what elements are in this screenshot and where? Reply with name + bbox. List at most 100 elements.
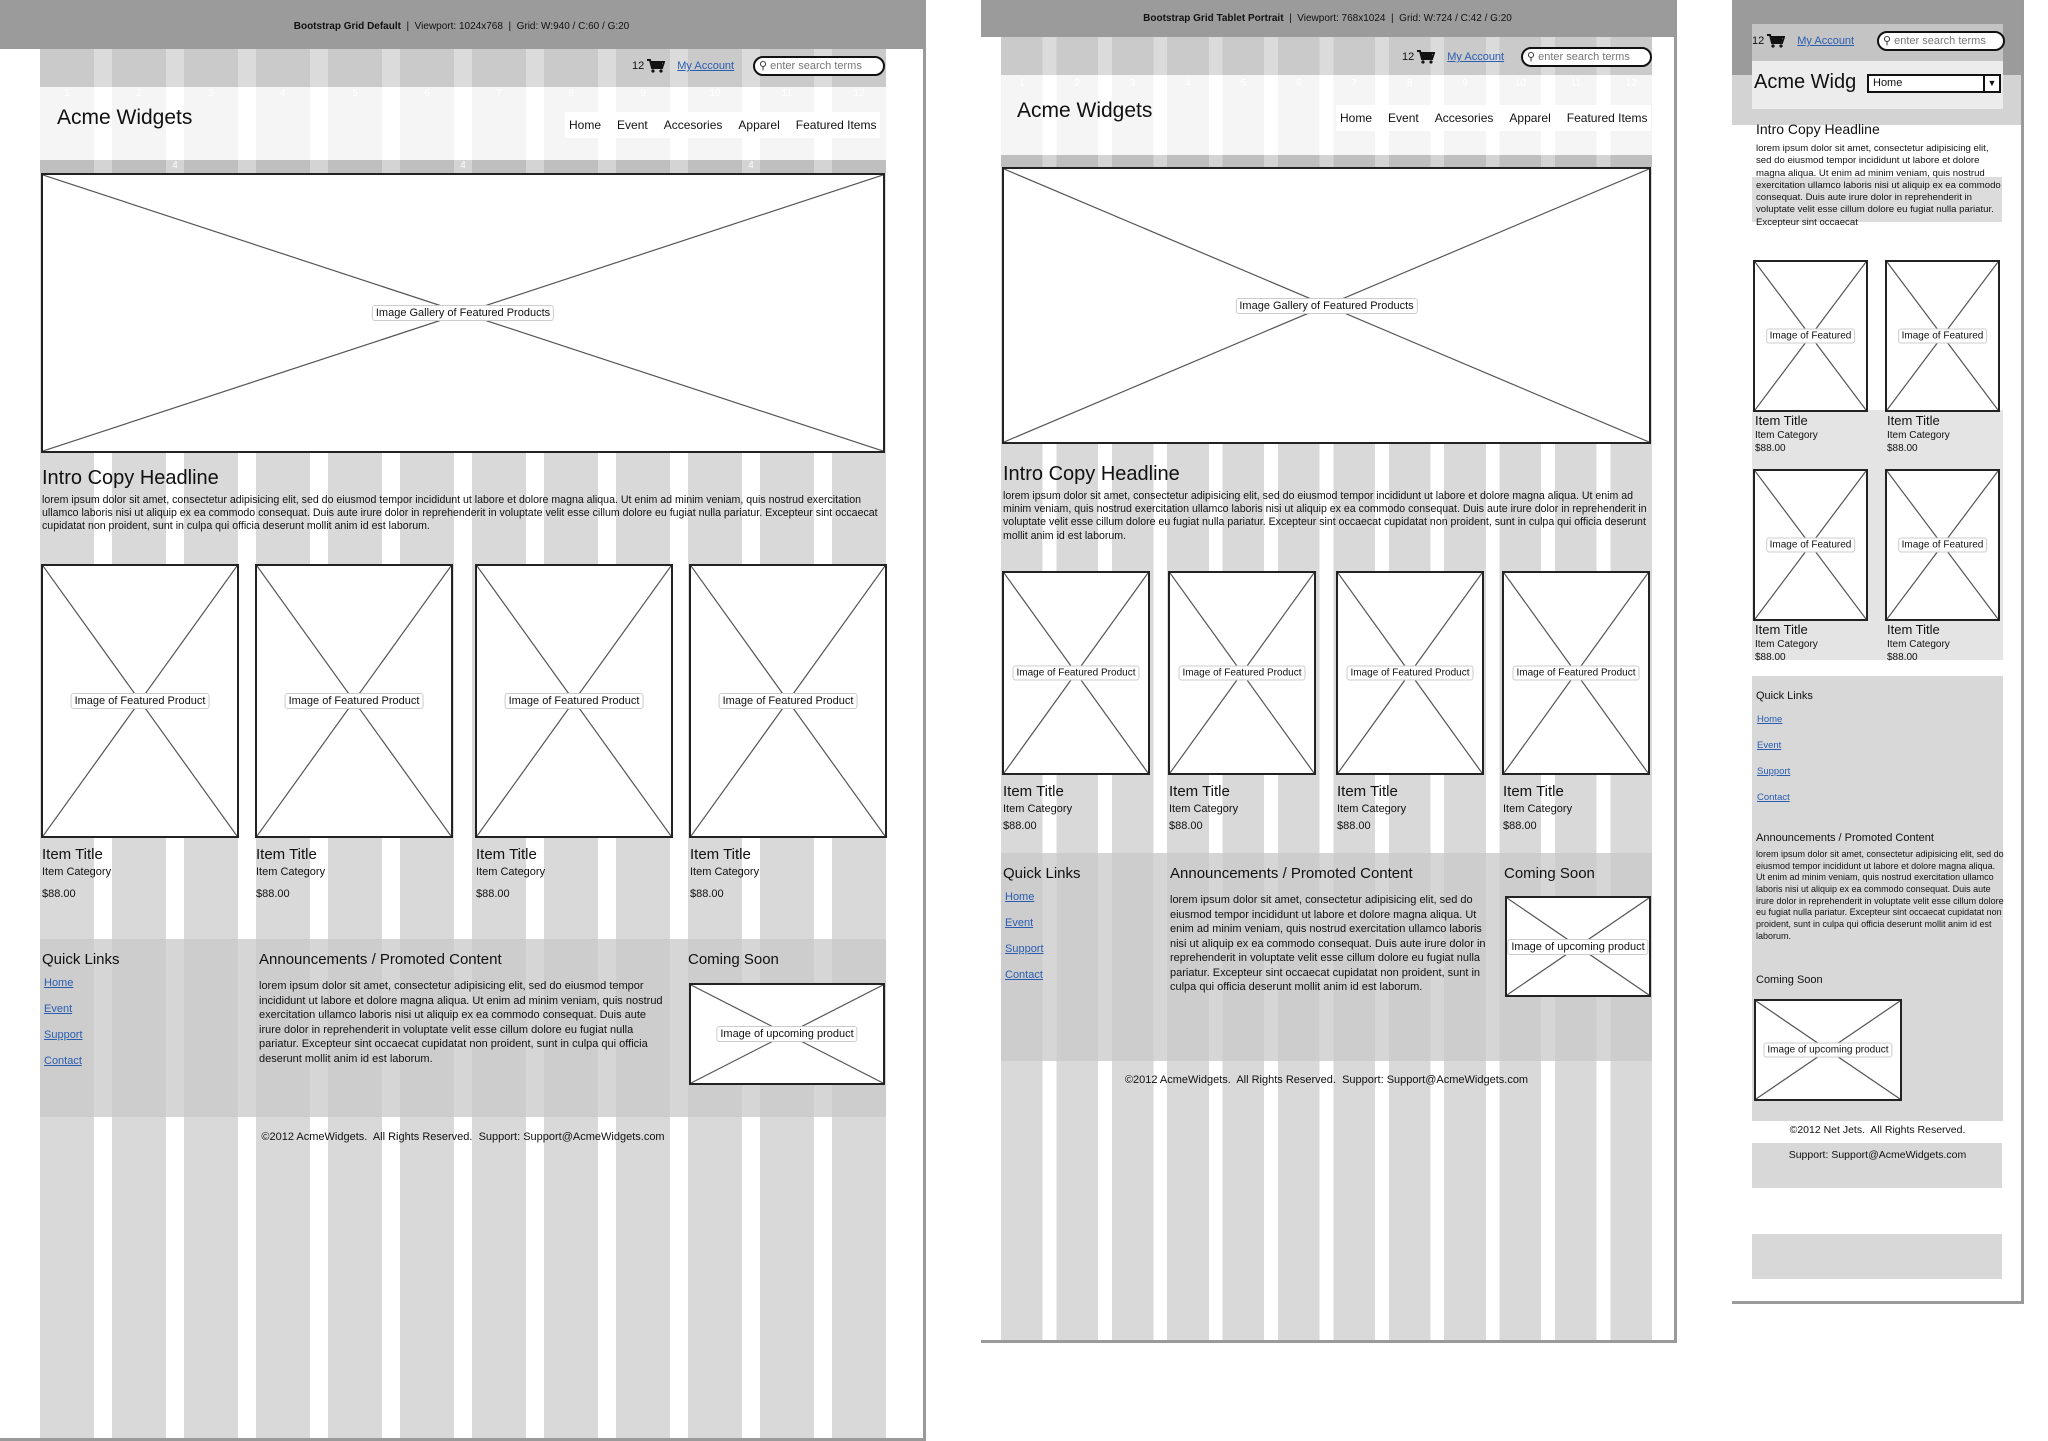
grid-column-number: 10 (709, 88, 721, 99)
copyright: ©2012 Net Jets. All Rights Reserved. (1789, 1124, 1966, 1136)
product-price: $88.00 (476, 888, 510, 900)
grid-column-number: 11 (1570, 78, 1581, 89)
quick-link-support[interactable]: Support (1757, 766, 1791, 777)
placeholder-label: Image of upcoming product (1763, 1042, 1893, 1058)
nav-item-apparel[interactable]: Apparel (738, 118, 780, 132)
nav-item-home[interactable]: Home (569, 118, 602, 132)
quick-link-event[interactable]: Event (1757, 740, 1782, 751)
nav-item-apparel[interactable]: Apparel (1509, 111, 1551, 125)
span-label: 4 (460, 160, 466, 171)
product-image: Image of Featured (1885, 469, 2000, 621)
product-title: Item Title (1169, 783, 1230, 800)
my-account-link[interactable]: My Account (677, 60, 735, 72)
product-category: Item Category (690, 866, 760, 878)
product-title: Item Title (1503, 783, 1564, 800)
grid-column-number: 9 (1462, 78, 1468, 89)
grid-column-number: 5 (352, 88, 358, 99)
product-category: Item Category (1169, 803, 1239, 815)
placeholder-label: Image of Featured Product (1512, 665, 1640, 681)
nav-item-featured-items[interactable]: Featured Items (1566, 111, 1648, 125)
span-band (40, 160, 886, 173)
quick-link-contact[interactable]: Contact (1005, 969, 1043, 981)
product-price: $88.00 (42, 888, 76, 900)
product-category: Item Category (1755, 430, 1818, 441)
quick-link-support[interactable]: Support (1005, 943, 1044, 955)
quick-link-home[interactable]: Home (44, 977, 74, 989)
placeholder-label: Image of Featured Product (70, 693, 210, 709)
cart-icon[interactable] (647, 59, 666, 73)
search-input[interactable]: ⚲ enter search terms (753, 56, 885, 76)
copyright: ©2012 AcmeWidgets. All Rights Reserved. … (261, 1131, 665, 1143)
product-image: Image of Featured Product (689, 564, 887, 838)
grid-column-number: 6 (424, 88, 430, 99)
product-title: Item Title (1755, 413, 1808, 428)
nav-item-accesories[interactable]: Accesories (1434, 111, 1494, 125)
product-image: Image of Featured (1753, 469, 1868, 621)
search-input[interactable]: ⚲ enter search terms (1521, 47, 1652, 67)
body-band (1752, 177, 2002, 222)
search-input[interactable]: ⚲ enter search terms (1877, 31, 2005, 51)
placeholder-label: Image Gallery of Featured Products (1235, 297, 1418, 314)
search-placeholder: enter search terms (770, 60, 862, 72)
nav-item-home[interactable]: Home (1340, 111, 1373, 125)
product-title: Item Title (690, 846, 751, 863)
product-price: $88.00 (690, 888, 724, 900)
placeholder-label: Image of upcoming product (716, 1026, 858, 1042)
search-icon: ⚲ (1883, 35, 1892, 47)
quick-link-event[interactable]: Event (44, 1003, 73, 1015)
viewport-title-bar: Bootstrap Grid Tablet Portrait | Viewpor… (981, 0, 1674, 37)
quick-link-support[interactable]: Support (44, 1029, 83, 1041)
product-image: Image of Featured Product (1002, 571, 1150, 775)
product-image: Image of Featured (1753, 260, 1868, 412)
grid-column-number: 7 (496, 88, 502, 99)
quick-links-heading: Quick Links (1003, 865, 1081, 882)
grid-column-number: 9 (640, 88, 646, 99)
placeholder-label: Image of Featured (1765, 328, 1856, 344)
main-nav: Home Event Accesories Apparel Featured Items (1336, 105, 1652, 131)
product-category: Item Category (1503, 803, 1573, 815)
grid-column-number: 10 (1514, 78, 1526, 89)
cart-count: 12 (1752, 35, 1765, 47)
grid-column-number: 8 (1406, 78, 1413, 89)
quick-link-contact[interactable]: Contact (1757, 792, 1790, 803)
quick-link-home[interactable]: Home (1757, 714, 1783, 725)
quick-links-heading: Quick Links (1756, 690, 1813, 702)
nav-item-accesories[interactable]: Accesories (663, 118, 723, 132)
bottom-band (1752, 1234, 2002, 1279)
grid-column-number: 3 (1129, 78, 1136, 89)
nav-item-event[interactable]: Event (1388, 111, 1419, 125)
my-account-link[interactable]: My Account (1447, 51, 1505, 63)
grid-column-number: 6 (1296, 78, 1302, 89)
hero-image-gallery: Image Gallery of Featured Products (41, 173, 885, 453)
intro-headline: Intro Copy Headline (1756, 121, 1880, 137)
cart-icon[interactable] (1417, 50, 1436, 64)
announcements-body: lorem ipsum dolor sit amet, consectetur … (1170, 894, 1486, 994)
coming-soon-heading: Coming Soon (1504, 865, 1595, 882)
site-logo: Acme Widg (1754, 71, 1857, 93)
viewport-title-bar: Bootstrap Grid Default | Viewport: 1024x… (0, 0, 923, 49)
frame-tablet: Bootstrap Grid Tablet Portrait | Viewpor… (981, 0, 1677, 1343)
placeholder-label: Image of Featured Product (284, 693, 424, 709)
my-account-link[interactable]: My Account (1797, 35, 1855, 47)
quick-link-home[interactable]: Home (1005, 891, 1035, 903)
upcoming-product-image: Image of upcoming product (1754, 999, 1902, 1101)
product-title: Item Title (1337, 783, 1398, 800)
grid-column-number: 12 (1625, 78, 1637, 89)
product-price: $88.00 (256, 888, 290, 900)
main-nav: Home Event Accesories Apparel Featured Items (565, 112, 881, 138)
quick-link-event[interactable]: Event (1005, 917, 1034, 929)
cart-icon[interactable] (1767, 34, 1786, 48)
placeholder-label: Image of Featured Product (504, 693, 644, 709)
nav-item-event[interactable]: Event (617, 118, 648, 132)
product-category: Item Category (1337, 803, 1407, 815)
announcements-heading: Announcements / Promoted Content (259, 951, 502, 968)
placeholder-label: Image of Featured Product (1012, 665, 1140, 681)
grid-column-number: 4 (280, 88, 286, 99)
quick-link-contact[interactable]: Contact (44, 1055, 82, 1067)
product-category: Item Category (1755, 639, 1818, 650)
coming-soon-heading: Coming Soon (1756, 974, 1823, 986)
nav-select[interactable]: Home▼ (1867, 74, 2001, 93)
nav-item-featured-items[interactable]: Featured Items (795, 118, 877, 132)
